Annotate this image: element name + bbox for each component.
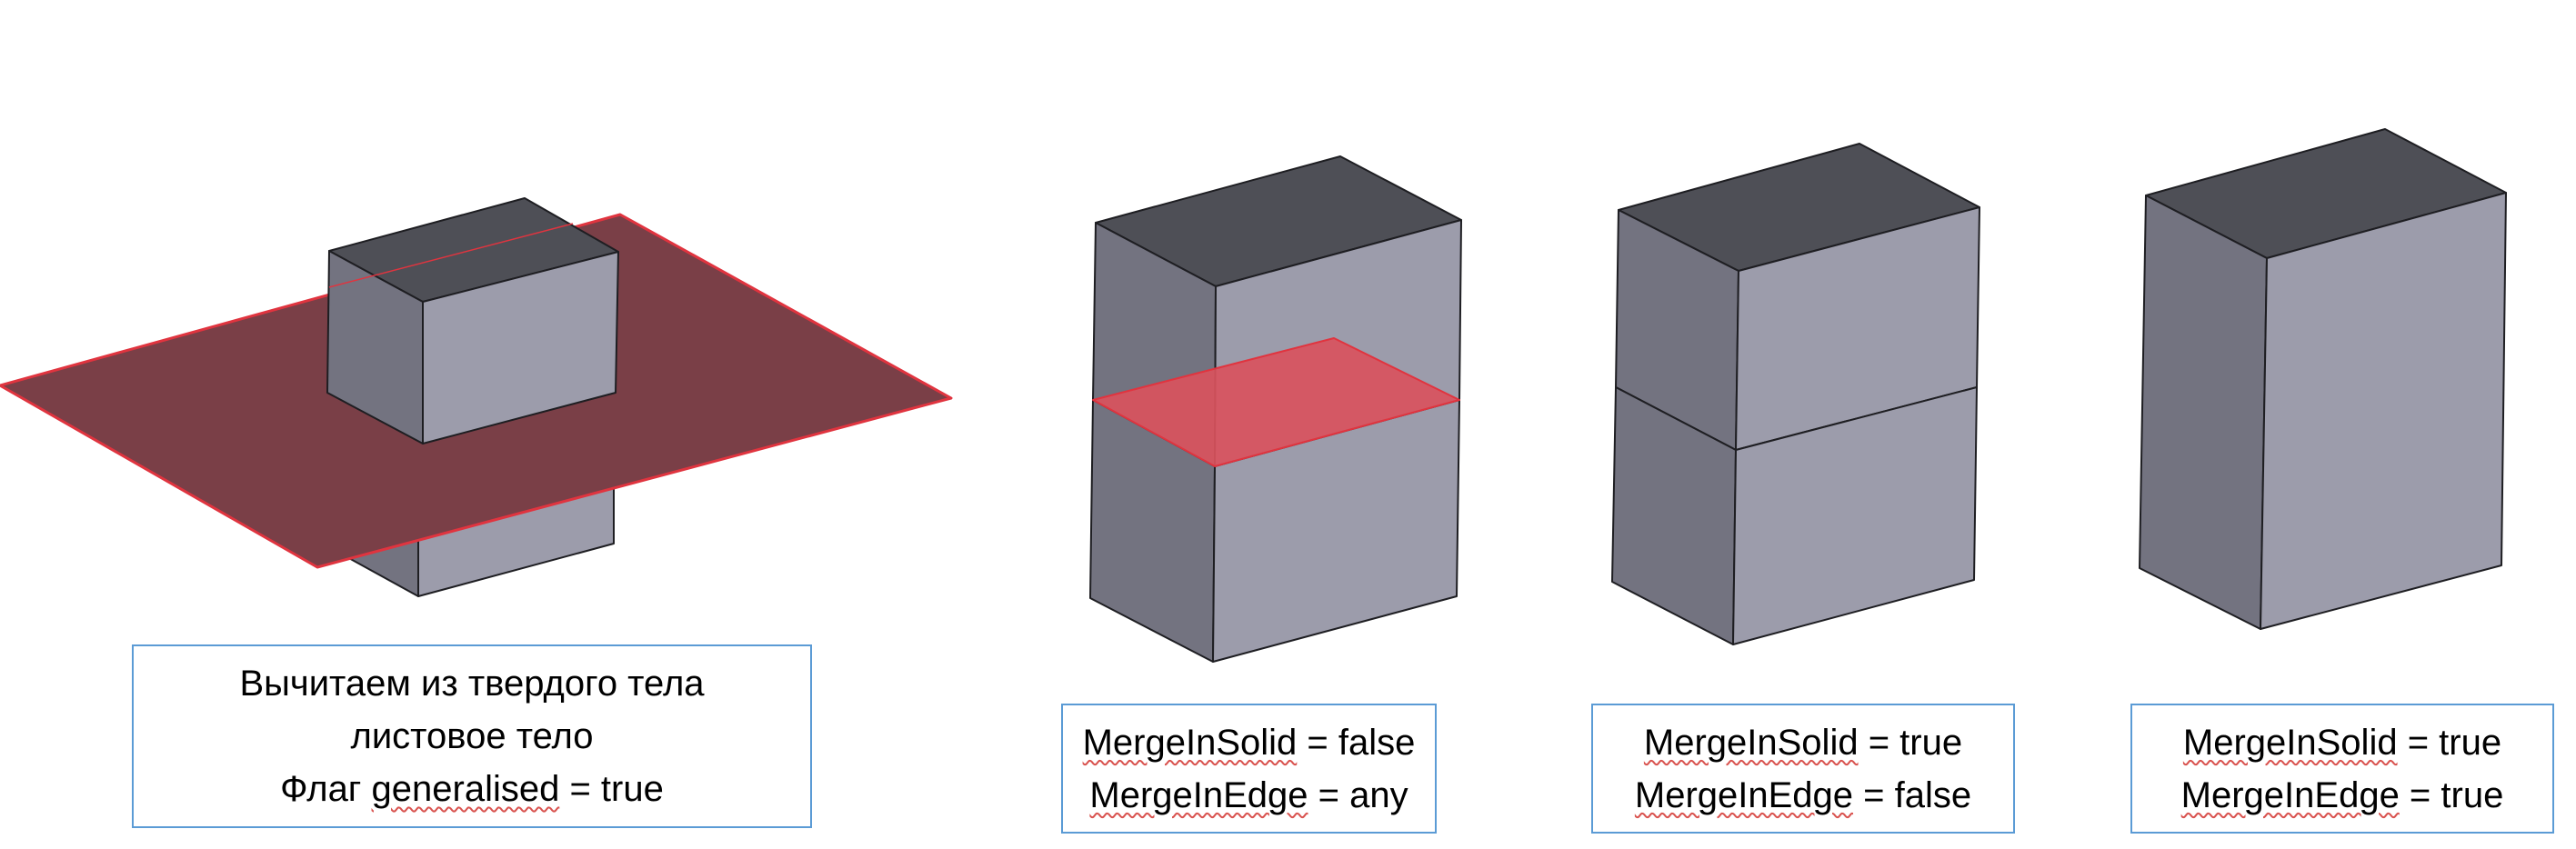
box-with-section-figure [1089, 155, 1462, 663]
caption-line: MergeInEdge = false [1635, 769, 1971, 822]
left-face [2139, 195, 2268, 630]
spellcheck-word: MergeInEdge [2180, 774, 2400, 815]
box-upper-right-face [422, 251, 619, 444]
spellcheck-word: MergeInSolid [1643, 722, 1859, 763]
caption-text: Вычитаем из твердого тела [239, 664, 705, 704]
caption-line: MergeInSolid = true [1644, 716, 1962, 769]
two-stacked-boxes-figure [1611, 143, 1980, 645]
caption-text: = true [2397, 722, 2502, 763]
caption-text: = false [1853, 774, 1972, 815]
caption-text: = any [1308, 774, 1408, 815]
caption-line: MergeInSolid = true [2183, 716, 2501, 769]
spellcheck-word: MergeInSolid [1082, 722, 1298, 763]
spellcheck-word: generalised [371, 769, 560, 809]
caption-line: Вычитаем из твердого тела [239, 657, 704, 710]
caption-text: Флаг [280, 769, 372, 809]
spellcheck-word: MergeInEdge [1089, 774, 1308, 815]
right-face [2260, 192, 2507, 630]
spellcheck-word: MergeInEdge [1634, 774, 1854, 815]
merged-box-figure [2139, 128, 2507, 630]
caption-line: Флаг generalised = true [280, 763, 664, 815]
caption-text: = true [559, 769, 664, 809]
caption-line: MergeInEdge = any [1089, 769, 1408, 822]
caption-text: = true [1858, 722, 1963, 763]
caption-text: листовое тело [350, 716, 594, 756]
caption-line: MergeInSolid = false [1083, 716, 1416, 769]
caption-line: MergeInEdge = true [2181, 769, 2504, 822]
sheet-edge-behind-box [328, 223, 574, 288]
caption-text: = false [1297, 722, 1416, 763]
lower-right-face [1732, 386, 1978, 645]
section-plane [1092, 337, 1460, 467]
caption-text: = true [2399, 774, 2504, 815]
sheet-and-box-figure [0, 197, 953, 597]
caption-line: листовое тело [350, 710, 593, 763]
spellcheck-word: MergeInSolid [2182, 722, 2398, 763]
